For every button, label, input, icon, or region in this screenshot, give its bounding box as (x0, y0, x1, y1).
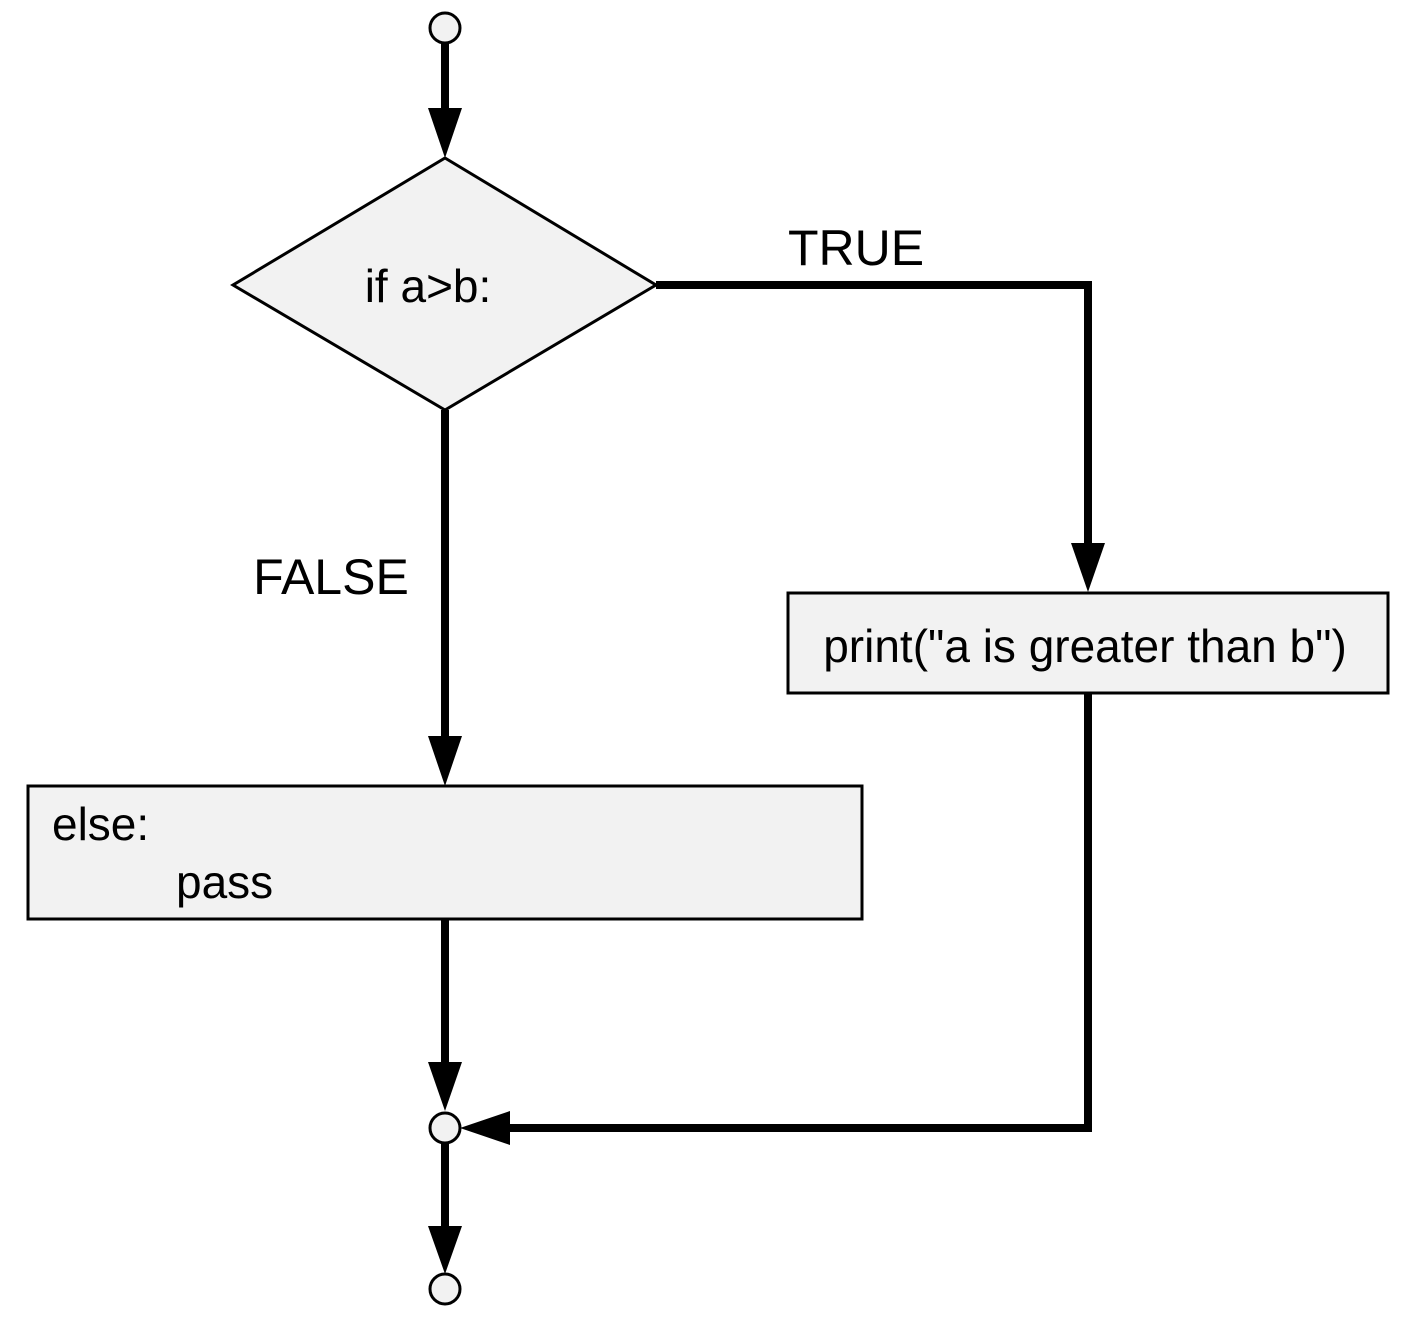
print-box (786, 591, 1390, 695)
merge-entry-arrow-right (460, 1111, 510, 1145)
else-box (26, 784, 864, 921)
true-label: TRUE (788, 220, 924, 276)
start-node (428, 11, 462, 45)
decision-entry-arrow (428, 108, 462, 158)
decision-diamond (230, 156, 659, 412)
false-label: FALSE (253, 549, 409, 605)
print-entry-arrow (1071, 543, 1105, 592)
pass-statement-label: pass (176, 856, 273, 908)
end-node (428, 1272, 462, 1306)
condition-label: if a>b: (365, 260, 492, 312)
true-branch-line (656, 281, 1092, 548)
print-action-label: print("a is greater than b") (823, 620, 1347, 672)
else-entry-arrow (428, 736, 462, 786)
end-entry-arrow (428, 1226, 462, 1274)
merge-node (428, 1111, 462, 1145)
print-to-merge-line (505, 693, 1092, 1132)
else-keyword-label: else: (52, 798, 149, 850)
merge-entry-arrow-left (428, 1062, 462, 1111)
